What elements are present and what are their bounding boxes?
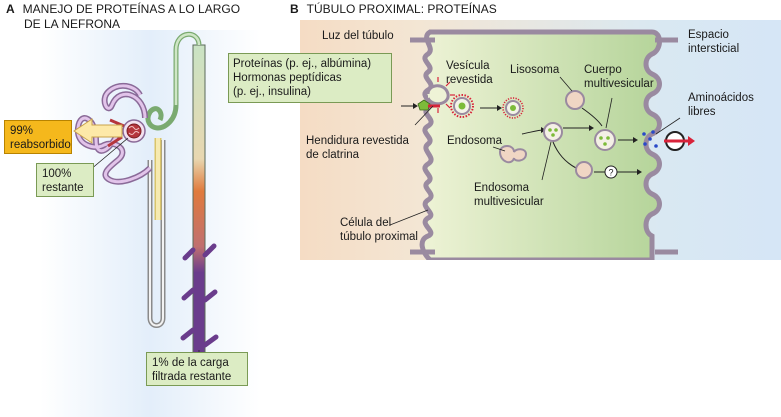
basolateral-vesicle: [575, 161, 593, 179]
multivesicular-body: [594, 129, 616, 151]
interstitial-line1: Espacio: [688, 29, 729, 41]
panel-a-letter: A: [6, 2, 15, 16]
final-load-box: 1% de la carga filtrada restante: [146, 352, 248, 386]
final-load-line1: 1% de la carga: [152, 357, 229, 369]
proteins-line1: Proteínas (p. ej., albúmina): [233, 58, 372, 70]
coated-vesicle-line2: revestida: [446, 74, 493, 86]
clathrin-pit-line2: de clatrina: [306, 149, 360, 161]
proteins-box: Proteínas (p. ej., albúmina) Hormonas pe…: [228, 53, 392, 103]
mve-line2: multivesicular: [474, 196, 544, 208]
amino-acids-line1: Aminoácidos: [688, 92, 754, 104]
endosome-label: Endosoma: [447, 135, 502, 147]
lumen-label: Luz del túbulo: [322, 30, 394, 42]
panel-a-title-line1: MANEJO DE PROTEÍNAS A LO LARGO: [22, 2, 241, 16]
distal-tubule: [145, 104, 179, 131]
clathrin-pit-line1: Hendidura revestida: [306, 135, 409, 147]
pit-spikes: [437, 77, 455, 113]
amino-acid-dots: [642, 130, 658, 148]
panel-a-title-line2: DE LA NEFRONA: [24, 17, 121, 31]
remaining-label: restante: [42, 182, 84, 194]
interstitial-label: Espacio intersticial: [688, 28, 739, 56]
collecting-duct-branches: [180, 243, 219, 348]
panel-b-letter: B: [290, 2, 299, 16]
reabsorbed-box: 99% reabsorbido: [4, 120, 72, 154]
remaining-percent: 100%: [42, 168, 72, 180]
question-circle: [604, 165, 618, 179]
mvb-label: Cuerpo multivesicular: [584, 63, 654, 91]
mvb-leader: [605, 97, 613, 129]
final-load-line2: filtrada restante: [152, 371, 232, 383]
amino-acids-line2: libres: [688, 106, 716, 118]
amino-acids-label: Aminoácidos libres: [688, 91, 754, 119]
mve-line1: Endosoma: [474, 182, 529, 194]
proteins-line3: (p. ej., insulina): [233, 86, 311, 98]
collecting-duct: [192, 44, 206, 371]
multivesicular-endosome: [543, 122, 563, 142]
interstitial-line2: intersticial: [688, 43, 740, 55]
coated-vesicle-line1: Vesícula: [446, 60, 490, 72]
panel-b-title: B TÚBULO PROXIMAL: PROTEÍNAS: [290, 2, 497, 17]
cell-label: Célula del túbulo proximal: [340, 216, 418, 244]
lysosome-label: Lisosoma: [510, 64, 560, 76]
reabsorbed-percent: 99%: [10, 125, 34, 137]
endosome-leader: [492, 146, 506, 152]
glomerulus: [126, 123, 142, 139]
cell-line1: Célula del: [340, 217, 392, 229]
clathrin-pit: [426, 84, 450, 106]
remaining-box: 100% restante: [36, 163, 94, 197]
reabsorbed-label: reabsorbido: [10, 139, 71, 151]
cell-line2: túbulo proximal: [340, 231, 418, 243]
proteins-line2: Hormonas peptídicas: [233, 72, 342, 84]
coated-vesicle-label: Vesícula revestida: [446, 59, 493, 87]
amino-leader: [655, 117, 681, 135]
endosome: [498, 145, 528, 164]
remaining-leader: [89, 137, 129, 171]
lysosome-leader: [559, 76, 573, 92]
reabsorption-arrow: [73, 118, 123, 144]
panel-b-title-text: TÚBULO PROXIMAL: PROTEÍNAS: [306, 2, 497, 16]
mvb-line2: multivesicular: [584, 78, 654, 90]
mvb-line1: Cuerpo: [584, 64, 622, 76]
multivesicular-endosome-label: Endosoma multivesicular: [474, 181, 544, 209]
cell-leader: [389, 209, 429, 226]
question-mark: ?: [608, 168, 613, 178]
clathrin-pit-label: Hendidura revestida de clatrina: [306, 134, 409, 162]
clathrin-leader: [414, 105, 434, 126]
mve-leader: [541, 141, 552, 181]
panel-a-title: A MANEJO DE PROTEÍNAS A LO LARGO DE LA NE…: [6, 2, 240, 32]
lysosome: [565, 90, 585, 110]
